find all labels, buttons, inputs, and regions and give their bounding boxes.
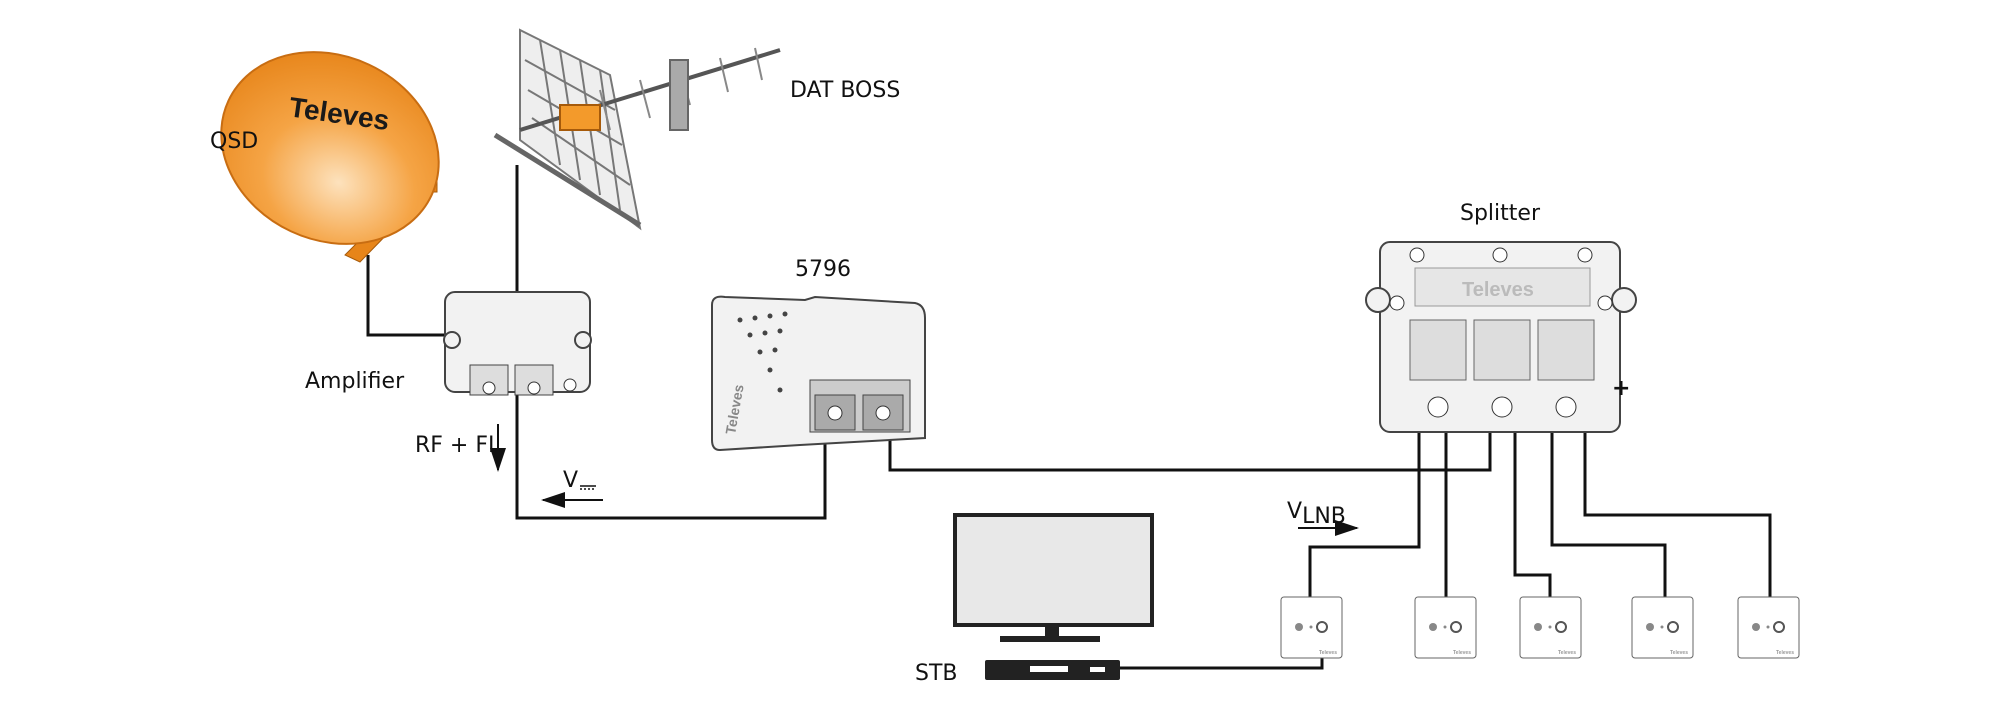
television [953,513,1154,642]
set-top-box [985,660,1120,680]
splitter: Televes + [1365,241,1637,433]
splitter-logo: Televes [1462,279,1534,301]
cable-splitter-out5 [1583,430,1772,597]
svg-text:Televes: Televes [1319,650,1337,656]
amplifier-label: Amplifier [305,369,405,394]
cable-splitter-out3 [1513,430,1552,597]
wall-outlet: Televes [1414,596,1477,659]
satellite-dish: Televes [220,51,440,263]
power-supply-5796: Televes [711,295,926,452]
cable-splitter-out1 [1308,430,1421,597]
cable-amplifier-to-power-supply [515,395,827,520]
svg-text:Televes: Televes [1558,650,1576,656]
dc-symbol-icon [580,485,596,490]
svg-text:Televes: Televes [1670,650,1688,656]
antenna-label: DAT BOSS [790,78,900,103]
cables [366,165,1772,670]
vlnb-label: VLNB [1287,499,1346,529]
dish-label: QSD [210,129,258,154]
signal-label: RF + FI [415,433,495,458]
svg-text:Televes: Televes [1453,650,1471,656]
wall-outlet: Televes [1280,596,1343,659]
cable-power-supply-to-splitter [888,430,1492,472]
wall-outlet: Televes [1737,596,1800,659]
cable-dish-to-amplifier [366,255,445,337]
splitter-label: Splitter [1460,201,1541,226]
svg-text:Televes: Televes [1776,650,1794,656]
plus-icon: + [1612,376,1630,401]
terrestrial-antenna [493,28,781,231]
wall-outlets: Televes Televes Televes Televes Televes [1280,596,1800,659]
wall-outlet: Televes [1631,596,1694,659]
stb-label: STB [915,661,958,686]
voltage-dc-label: V [563,468,578,493]
cable-splitter-out4 [1550,430,1667,597]
wall-outlet: Televes [1519,596,1582,659]
amplifier [443,291,592,396]
power-supply-label: 5796 [795,257,851,282]
